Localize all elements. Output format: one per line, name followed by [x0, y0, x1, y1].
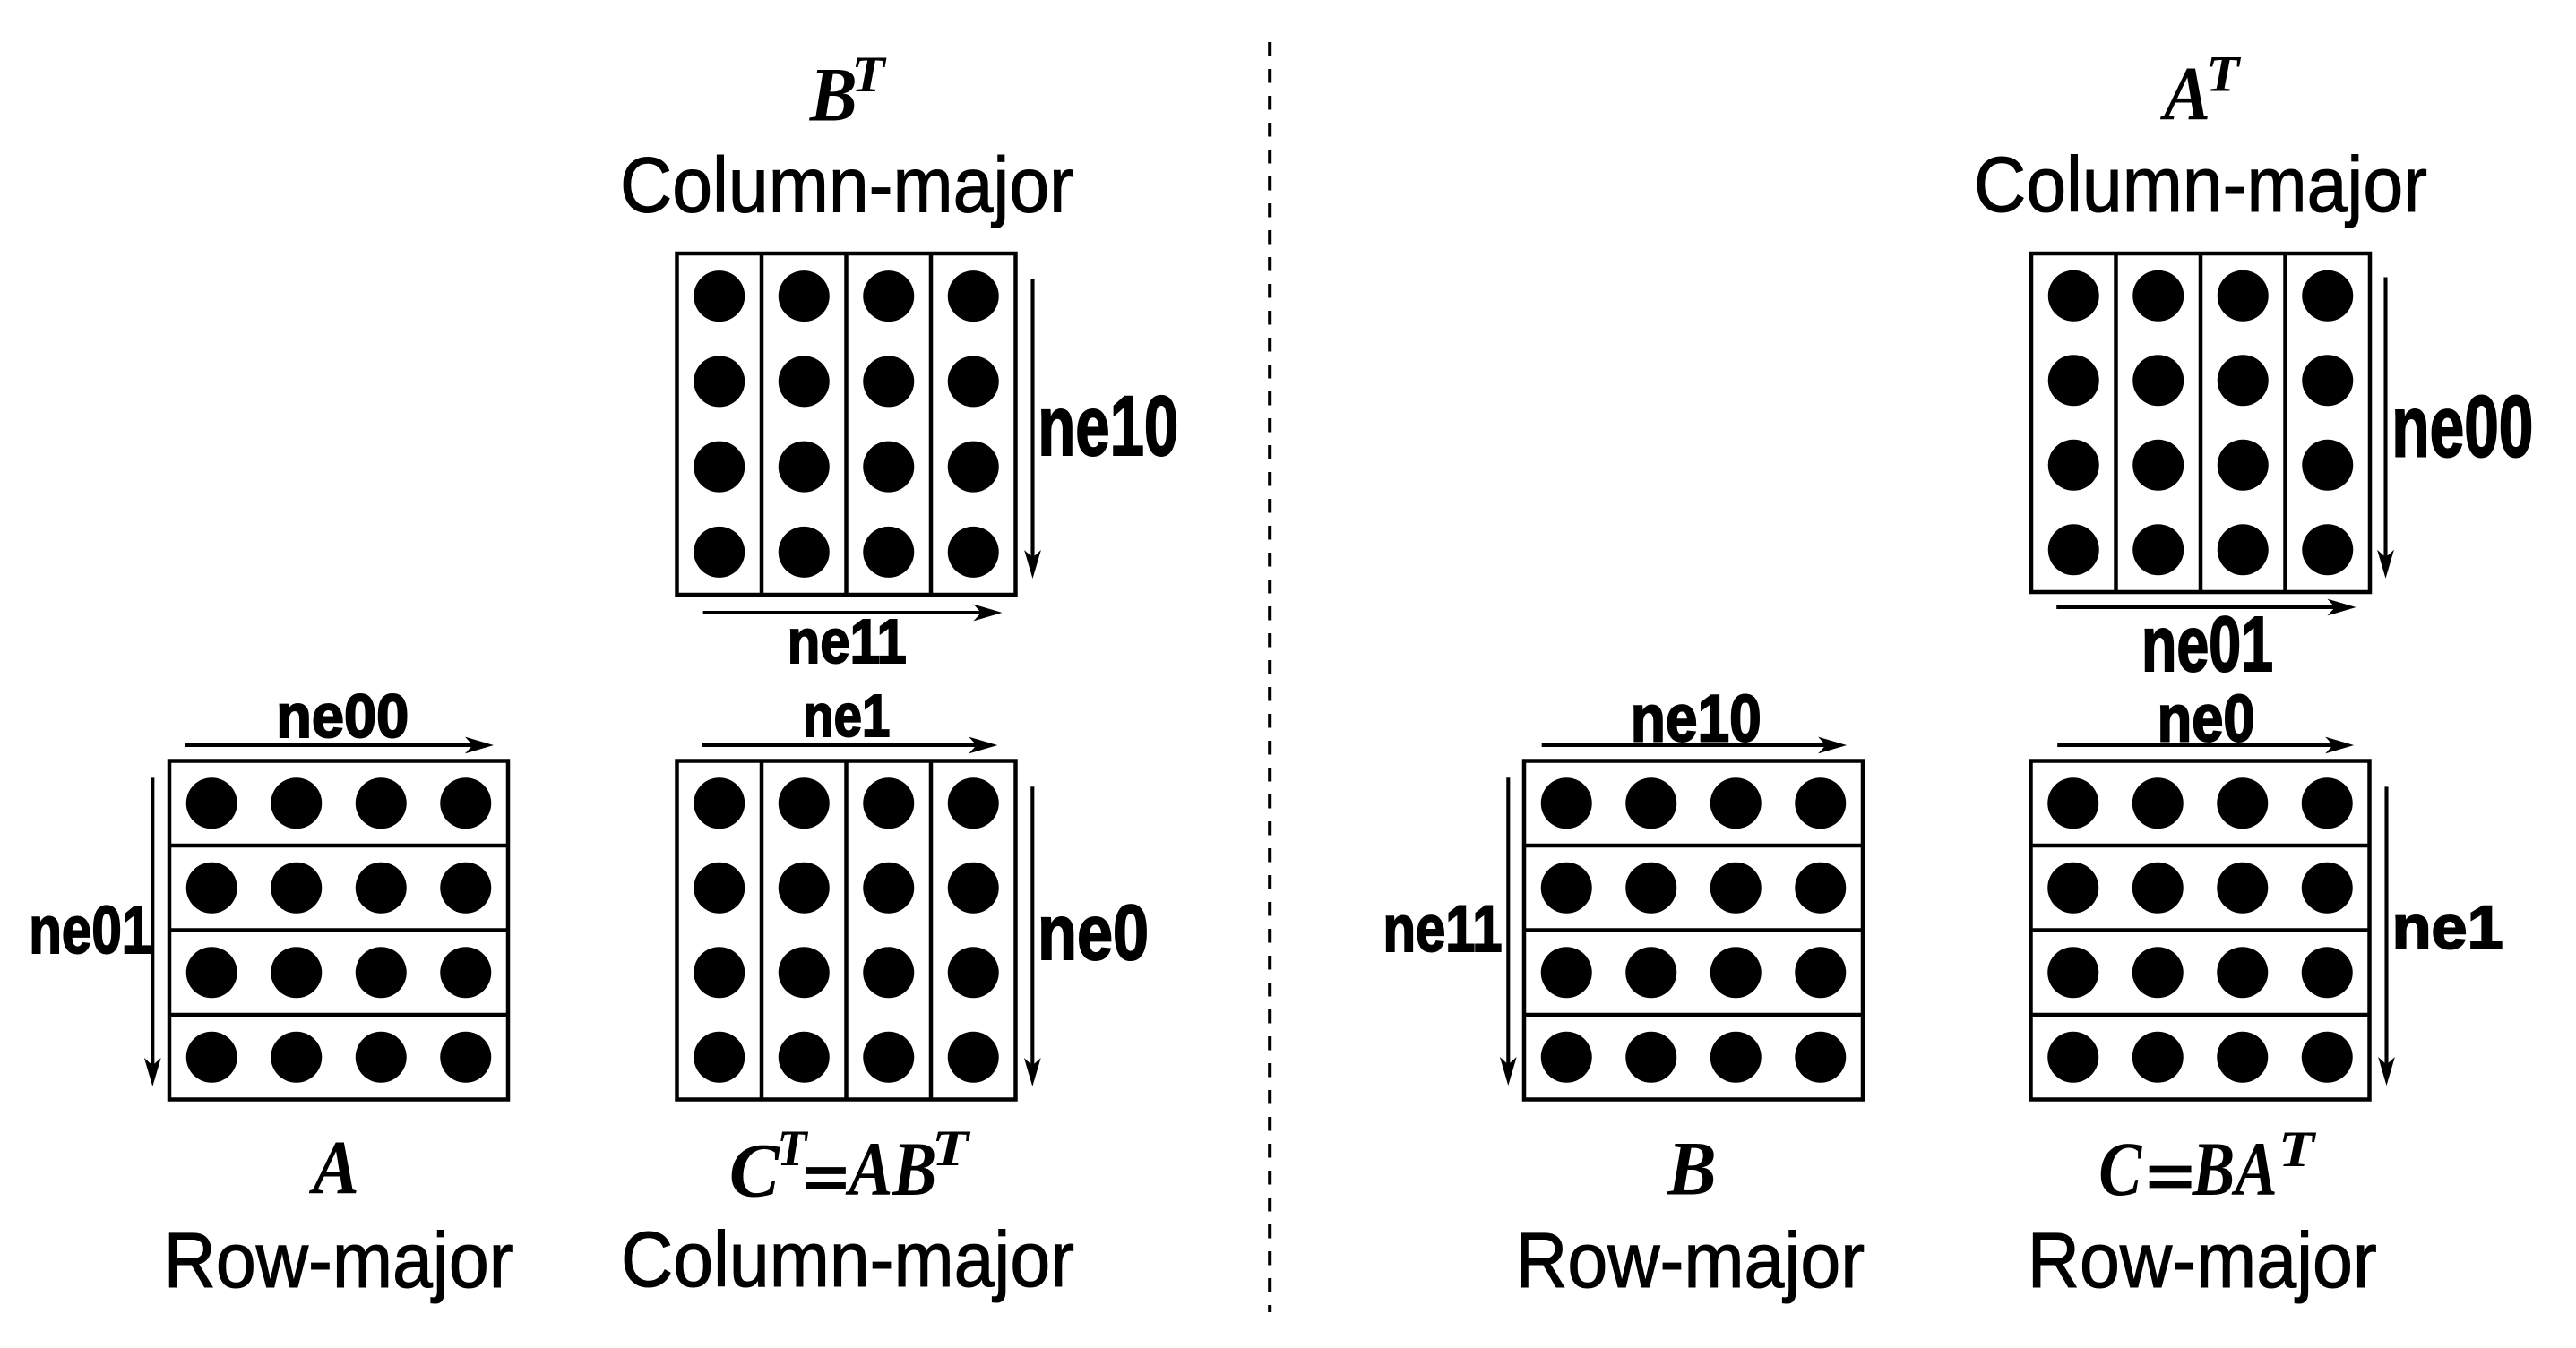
svg-text:Column-major: Column-major [620, 142, 1073, 228]
svg-text:B: B [1667, 1127, 1717, 1211]
svg-text:Row-major: Row-major [1515, 1217, 1865, 1304]
svg-text:ne0: ne0 [1038, 889, 1149, 976]
svg-text:B: B [809, 53, 857, 137]
svg-text:A: A [308, 1126, 359, 1210]
svg-text:ne10: ne10 [1038, 379, 1178, 474]
svg-text:AB: AB [845, 1128, 936, 1212]
svg-text:C: C [729, 1129, 780, 1214]
svg-text:Row-major: Row-major [2028, 1217, 2377, 1304]
svg-text:ne11: ne11 [1383, 893, 1503, 966]
svg-text:T: T [777, 1120, 808, 1177]
svg-text:=: = [2145, 1135, 2194, 1219]
svg-text:ne1: ne1 [803, 683, 890, 750]
svg-text:T: T [852, 47, 887, 103]
svg-text:BA: BA [2192, 1128, 2278, 1212]
svg-text:A: A [2159, 52, 2210, 136]
svg-text:=: = [802, 1137, 849, 1221]
svg-text:T: T [2206, 47, 2241, 103]
svg-text:ne01: ne01 [2141, 601, 2273, 688]
svg-text:C: C [2098, 1128, 2142, 1212]
svg-text:Row-major: Row-major [164, 1217, 513, 1304]
svg-text:ne1: ne1 [2392, 893, 2503, 962]
svg-text:Column-major: Column-major [1974, 142, 2427, 228]
svg-text:ne00: ne00 [276, 682, 409, 751]
svg-text:ne0: ne0 [2158, 681, 2255, 755]
svg-text:T: T [2279, 1121, 2316, 1178]
svg-text:T: T [932, 1120, 970, 1177]
svg-text:ne10: ne10 [1631, 681, 1762, 755]
svg-text:ne11: ne11 [788, 606, 907, 676]
svg-text:Column-major: Column-major [621, 1216, 1074, 1303]
svg-text:ne00: ne00 [2391, 377, 2533, 475]
svg-text:ne01: ne01 [29, 892, 151, 967]
